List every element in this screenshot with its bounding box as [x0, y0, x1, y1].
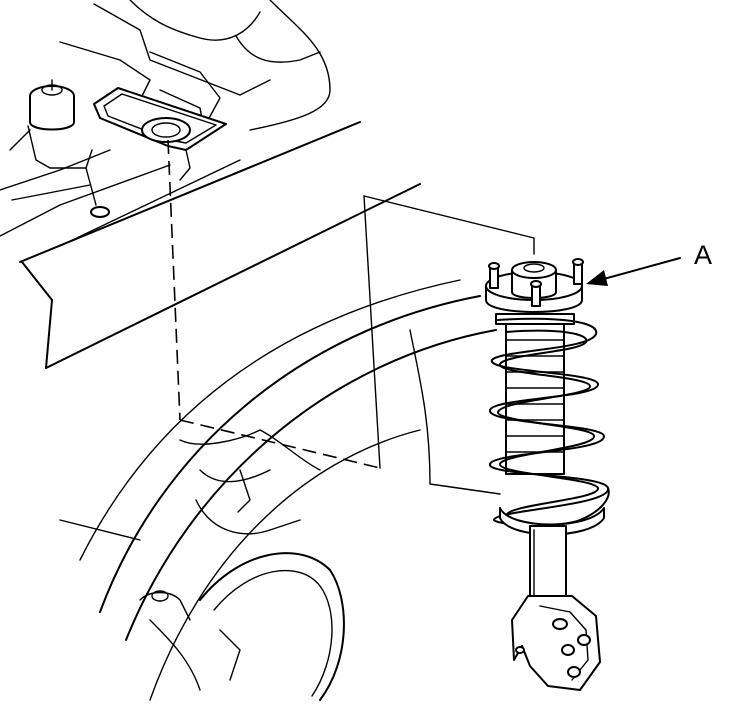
callout-a: A: [586, 240, 712, 286]
mount-stud: [488, 262, 500, 289]
callout-arrowhead: [586, 270, 608, 286]
mount-stud: [530, 280, 542, 307]
installation-guide-lines: [167, 139, 535, 495]
vehicle-body-frame: [0, 0, 421, 369]
strut-knuckle-bracket: [511, 595, 601, 691]
callout-label-a: A: [694, 240, 712, 270]
mount-stud: [572, 258, 584, 285]
strut-assembly: [485, 258, 610, 691]
strut-tower-mount-plate: [93, 87, 227, 181]
steering-knuckle-brake: [59, 429, 345, 701]
suspension-bump-stop: [9, 79, 110, 218]
wheel-arch-fender: [79, 279, 497, 701]
